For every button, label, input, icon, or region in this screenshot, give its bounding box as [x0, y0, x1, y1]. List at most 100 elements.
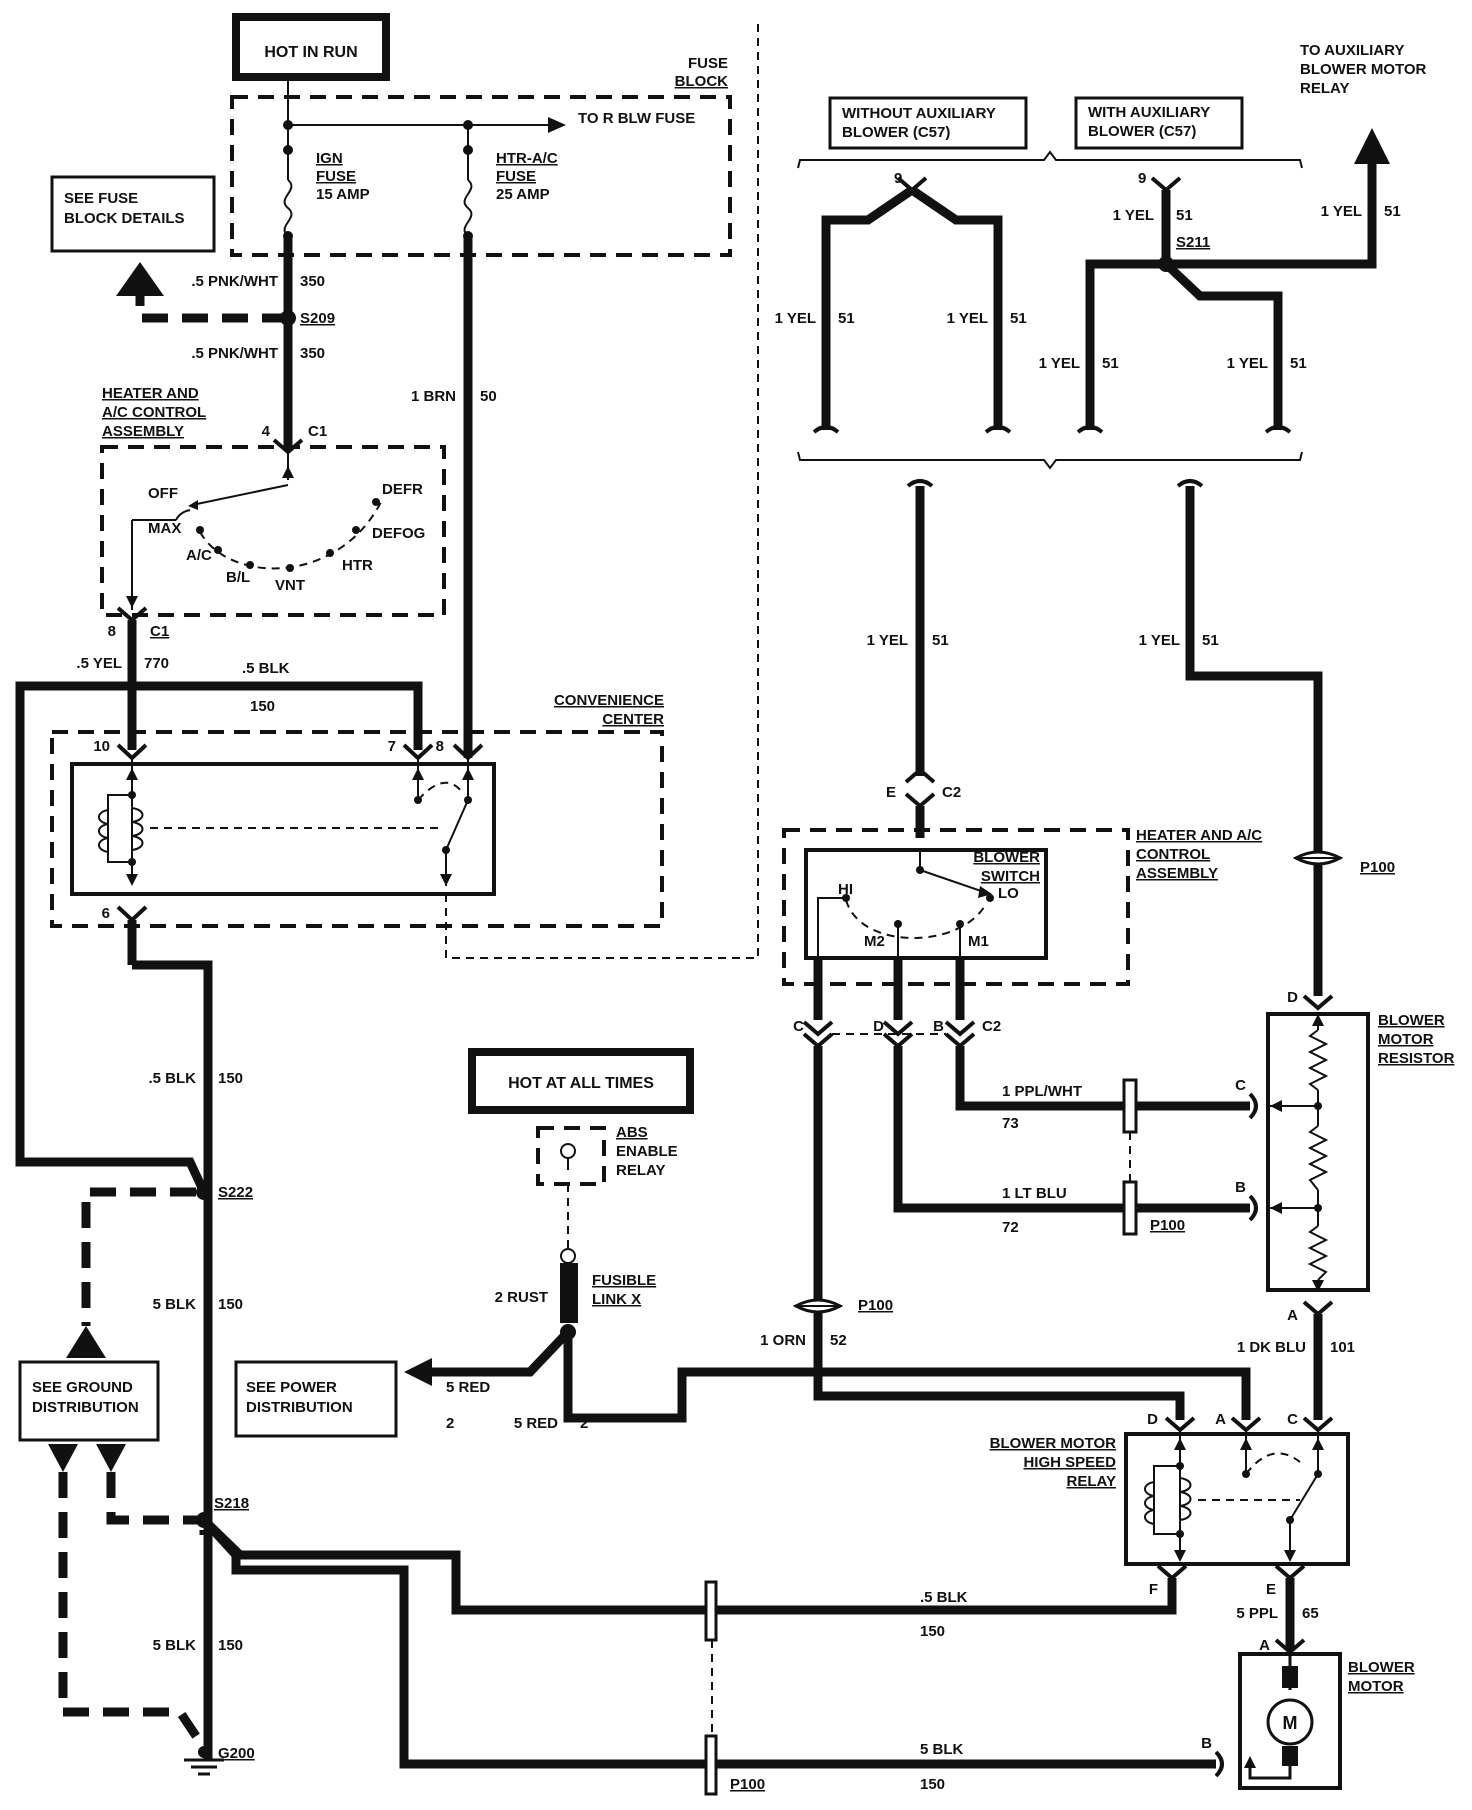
wire-51-resistor-color: 1 YEL — [1139, 632, 1180, 649]
wire-73-color: 1 PPL/WHT — [1002, 1083, 1082, 1100]
wire-50-num: 50 — [480, 388, 497, 405]
low-relay-to-aux-dashed — [445, 22, 759, 959]
resistor-arrow-b — [1270, 1202, 1282, 1214]
s222-node — [196, 1184, 212, 1200]
hac-assy-2-1: HEATER AND A/C — [1136, 827, 1262, 844]
wire-350-a-num: 350 — [300, 273, 325, 290]
see-power-1: SEE POWER — [246, 1379, 337, 1396]
wire-350-a-color: .5 PNK/WHT — [191, 273, 278, 290]
option-bracket-top — [797, 150, 1303, 169]
fuse-block-label-2: BLOCK — [675, 73, 728, 90]
high-coil-node-bot — [1176, 1530, 1184, 1538]
res-d-connector — [1302, 994, 1334, 1011]
low-pin-7: 7 — [388, 738, 396, 755]
switch-hi-lead — [817, 897, 846, 958]
wire-101-num: 101 — [1330, 1339, 1355, 1356]
c1-bot-label: C1 — [150, 623, 169, 640]
without-right-color: 1 YEL — [947, 310, 988, 327]
high-pin-f: F — [1149, 1581, 1158, 1598]
p100-conn-150a — [704, 1580, 718, 1642]
wire-150-c-num: 150 — [218, 1637, 243, 1654]
mode-switch-outline — [100, 445, 446, 617]
low-coil-node-bot — [128, 858, 136, 866]
without-wire-right — [909, 186, 1003, 430]
s209-label: S209 — [300, 310, 335, 327]
s222-label: S222 — [218, 1184, 253, 1201]
mode-pos-defr — [372, 498, 380, 506]
p100-73-connector — [1122, 1078, 1138, 1134]
option-bracket-bottom — [797, 451, 1303, 470]
wire-350-b-num: 350 — [300, 345, 325, 362]
blower-switch-1: BLOWER — [973, 849, 1040, 866]
with-wire-to-aux — [1166, 160, 1377, 269]
c2e-connector-top — [904, 767, 936, 784]
to-aux-3: RELAY — [1300, 80, 1349, 97]
p100-72-label: P100 — [1150, 1217, 1185, 1234]
see-ground-box — [18, 1360, 160, 1442]
low-arrow-8 — [462, 768, 474, 780]
wire-73-num: 73 — [1002, 1115, 1019, 1132]
wire-150-top — [15, 681, 423, 1194]
ign-fuse-symbol — [283, 179, 293, 237]
mode-ac: A/C — [186, 547, 212, 564]
without-right-end — [984, 425, 1012, 434]
res-c-connector — [1248, 1092, 1258, 1120]
mode-switch-blade-tip — [188, 500, 198, 510]
low-pin-6: 6 — [102, 905, 110, 922]
wire-101-color: 1 DK BLU — [1237, 1339, 1306, 1356]
abs-relay-3: RELAY — [616, 1162, 665, 1179]
with-wire-left — [1085, 259, 1166, 430]
resistor-r1 — [1307, 1029, 1329, 1091]
with-left-num: 51 — [1102, 355, 1119, 372]
with-wire-right — [1162, 260, 1283, 430]
htr-fuse-symbol — [463, 179, 473, 237]
wire-51-to-resistor — [1185, 486, 1323, 996]
ign-fuse-label-2: FUSE — [316, 168, 356, 185]
mode-bl: B/L — [226, 569, 250, 586]
wire-red-to-power — [430, 1328, 572, 1377]
high-relay-box — [1124, 1432, 1350, 1566]
mode-defr: DEFR — [382, 481, 423, 498]
common-left-start — [906, 479, 934, 488]
low-contact-blade — [445, 799, 469, 851]
c2e-connector-bot — [904, 792, 936, 809]
low-coil-frame — [107, 794, 132, 863]
without-wire-left — [821, 186, 915, 430]
ign-fuse-label-3: 15 AMP — [316, 186, 370, 203]
high-pin-e: E — [1266, 1581, 1276, 1598]
convenience-outline — [50, 730, 664, 928]
htr-fuse-label-1: HTR-A/C — [496, 150, 558, 167]
high-contact-blade — [1289, 1473, 1319, 1521]
wire-51-switch-num: 51 — [932, 632, 949, 649]
abs-relay-1: ABS — [616, 1124, 648, 1141]
wire-150-d-color: .5 BLK — [920, 1589, 968, 1606]
c2-pin-c: C — [793, 1018, 804, 1035]
p100-51-label: P100 — [1360, 859, 1395, 876]
high-relay-1: BLOWER MOTOR — [990, 1435, 1117, 1452]
switch-arc — [845, 899, 987, 939]
resistor-r3 — [1307, 1225, 1329, 1281]
blower-motor-2: MOTOR — [1348, 1678, 1404, 1695]
abs-relay-2: ENABLE — [616, 1143, 678, 1160]
c2-d-top — [882, 1020, 914, 1037]
resistor-r2 — [1307, 1125, 1329, 1191]
mode-switch-arc-start — [175, 509, 191, 521]
mode-pos-ac — [214, 546, 222, 554]
res-pin-d: D — [1287, 989, 1298, 1006]
switch-pos-lo — [986, 894, 994, 902]
ground-branch-s218 — [106, 1472, 200, 1525]
fusible-top-node — [560, 1248, 576, 1264]
convenience-label-1: CONVENIENCE — [554, 692, 664, 709]
wire-65-color: 5 PPL — [1236, 1605, 1278, 1622]
with-right-end — [1264, 425, 1292, 434]
low-coil-left — [98, 809, 109, 853]
high-pin-d: D — [1147, 1411, 1158, 1428]
resistor-gap-1 — [1314, 1030, 1322, 1090]
wire-150-e-num: 150 — [920, 1776, 945, 1793]
p100-bottom-label: P100 — [730, 1776, 765, 1793]
wire-350-branch — [135, 296, 288, 323]
wire-150-d-num: 150 — [920, 1623, 945, 1640]
res-pin-b: B — [1235, 1179, 1246, 1196]
motor-brush-bot — [1282, 1746, 1298, 1766]
